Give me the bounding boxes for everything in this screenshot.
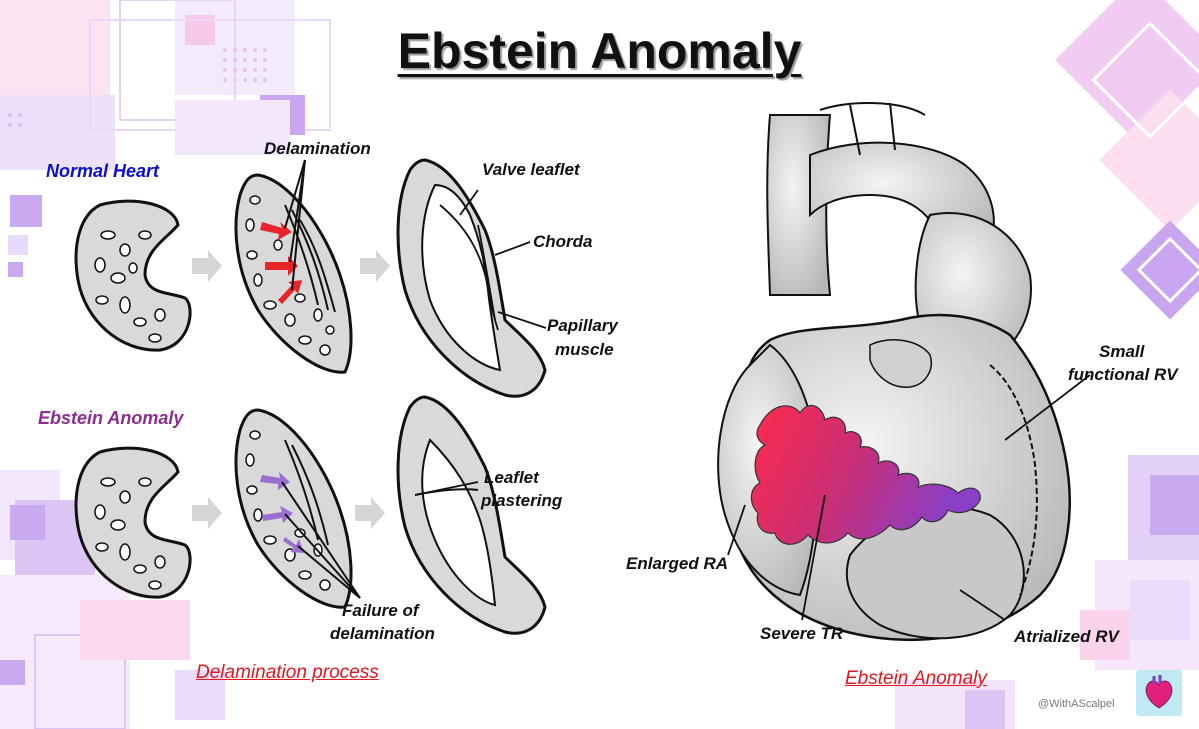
delamination-label: Delamination bbox=[264, 139, 371, 158]
small-rv-label-line2: functional RV bbox=[1068, 365, 1178, 384]
delamination-process-caption[interactable]: Delamination process bbox=[196, 662, 379, 683]
normal-heart-label: Normal Heart bbox=[46, 161, 160, 181]
ebstein-anomaly-section-label: Ebstein Anomaly bbox=[38, 408, 184, 428]
ebstein-stage3-valve bbox=[396, 395, 547, 635]
normal-stage1-tissue bbox=[74, 199, 192, 352]
ebstein-anomaly-caption[interactable]: Ebstein Anomaly bbox=[845, 668, 987, 689]
leaflet-label-line2: plastering bbox=[481, 491, 563, 510]
valve-leaflet-label: Valve leaflet bbox=[482, 160, 580, 179]
failure-purple-arrows bbox=[260, 472, 304, 553]
delamination-diagram bbox=[74, 158, 547, 635]
ebstein-stage2-tissue bbox=[234, 408, 353, 609]
leaflet-label-line1: Leaflet bbox=[484, 468, 539, 487]
failure-label-line1: Failure of bbox=[342, 601, 419, 620]
ebstein-stage1-tissue bbox=[74, 446, 192, 599]
failure-label-line2: delamination bbox=[330, 624, 435, 643]
small-rv-label-line1: Small bbox=[1099, 342, 1145, 361]
chorda-label: Chorda bbox=[533, 232, 593, 251]
papillary-label-line2: muscle bbox=[555, 340, 614, 359]
papillary-label-line1: Papillary bbox=[547, 316, 618, 335]
heart-icon bbox=[1145, 675, 1173, 709]
heart-logo bbox=[1136, 670, 1182, 716]
watermark: @WithAScalpel bbox=[1038, 698, 1115, 710]
atrialized-rv-label: Atrialized RV bbox=[1014, 627, 1119, 646]
severe-tr-label: Severe TR bbox=[760, 624, 844, 643]
page-title: Ebstein Anomaly bbox=[397, 23, 802, 79]
enlarged-ra-label: Enlarged RA bbox=[626, 554, 729, 573]
severe-tr-jet bbox=[750, 404, 981, 545]
heart-illustration bbox=[717, 102, 1091, 642]
normal-stage3-valve bbox=[396, 158, 547, 398]
